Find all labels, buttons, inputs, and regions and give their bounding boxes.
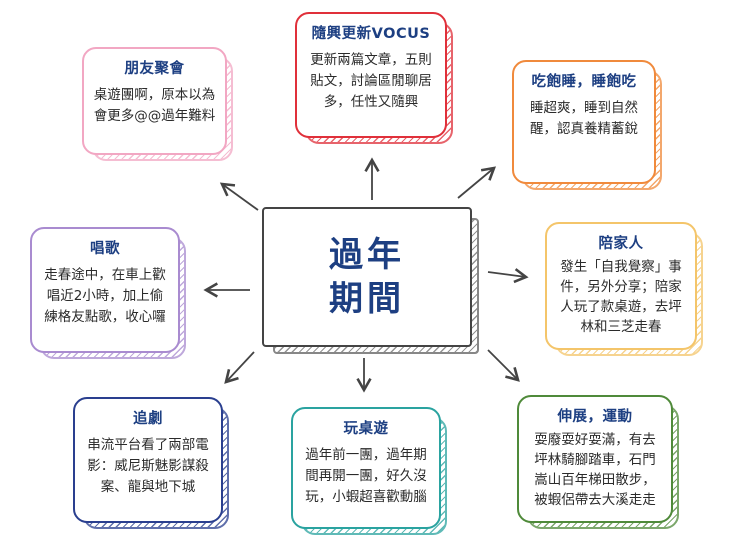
card-text: 更新兩篇文章，五則 貼文，討論區閒聊居 多，任性又隨興 xyxy=(305,50,437,113)
card-line: 練格友點歌，收心囉 xyxy=(44,309,166,325)
card-line: 人玩了款桌遊，去坪 xyxy=(560,299,682,315)
card-title: 隨興更新VOCUS xyxy=(311,26,431,42)
board-game-card: 玩桌遊 過年前一團，過年期 間再開一團，好久沒 玩，小蝦超喜歡動腦 xyxy=(291,407,447,535)
card-line: 貼文，討論區閒聊居 xyxy=(310,73,432,89)
card-line: 多，任性又隨興 xyxy=(323,94,419,110)
card-text: 耍廢耍好耍滿，有去 坪林騎腳踏車，石門 嵩山百年梯田散步， 被蝦侶帶去大溪走走 xyxy=(527,430,663,510)
central-topic: 過年 期間 xyxy=(262,207,479,354)
card-line: 件，另外分享；陪家 xyxy=(560,279,682,295)
card-title: 唱歌 xyxy=(90,241,120,257)
card-line: 林和三芝走春 xyxy=(580,319,662,335)
card-text: 發生「自我覺察」事 件，另外分享；陪家 人玩了款桌遊，去坪 林和三芝走春 xyxy=(555,257,687,337)
card-line: 過年前一團，過年期 xyxy=(305,447,427,463)
card-line: 影：威尼斯魅影謀殺 xyxy=(87,458,209,474)
central-title: 過年 期間 xyxy=(329,233,405,321)
card-line: 玩，小蝦超喜歡動腦 xyxy=(305,489,427,505)
card-title: 玩桌遊 xyxy=(343,421,389,437)
card-title: 陪家人 xyxy=(598,236,644,252)
drama-watching-card: 追劇 串流平台看了兩部電 影：威尼斯魅影謀殺 案、龍與地下城 xyxy=(73,397,229,529)
central-title-line: 過年 xyxy=(329,235,405,275)
arrow-to-drama xyxy=(224,351,255,384)
card-text: 睡超爽，睡到自然 醒，認真養精蓄銳 xyxy=(522,98,646,140)
card-text: 過年前一團，過年期 間再開一團，好久沒 玩，小蝦超喜歡動腦 xyxy=(301,445,431,508)
exercise-card: 伸展，運動 耍廢耍好耍滿，有去 坪林騎腳踏車，石門 嵩山百年梯田散步， 被蝦侶帶… xyxy=(517,395,679,529)
card-line: 間再開一團，好久沒 xyxy=(305,468,427,484)
arrow-to-family xyxy=(487,268,529,284)
vocus-update-card: 隨興更新VOCUS 更新兩篇文章，五則 貼文，討論區閒聊居 多，任性又隨興 xyxy=(295,12,453,144)
card-text: 桌遊團啊，原本以為 會更多@@過年難料 xyxy=(92,85,217,127)
card-title: 伸展，運動 xyxy=(557,409,633,425)
card-line: 被蝦侶帶去大溪走走 xyxy=(534,492,656,508)
card-text: 走春途中，在車上歡 唱近2小時，加上偷 練格友點歌，收心囉 xyxy=(40,265,170,328)
card-line: 走春途中，在車上歡 xyxy=(44,267,166,283)
arrow-to-friends xyxy=(219,182,259,211)
card-line: 睡超爽，睡到自然 xyxy=(530,100,638,116)
card-line: 嵩山百年梯田散步， xyxy=(534,472,656,488)
card-line: 桌遊團啊，原本以為 xyxy=(93,87,216,103)
card-line: 發生「自我覺察」事 xyxy=(560,259,682,275)
card-title: 吃飽睡，睡飽吃 xyxy=(531,74,637,90)
family-time-card: 陪家人 發生「自我覺察」事 件，另外分享；陪家 人玩了款桌遊，去坪 林和三芝走春 xyxy=(545,222,703,356)
card-line: 唱近2小時，加上偷 xyxy=(46,288,164,304)
card-title: 追劇 xyxy=(133,411,163,427)
central-title-line: 期間 xyxy=(329,279,405,319)
singing-card: 唱歌 走春途中，在車上歡 唱近2小時，加上偷 練格友點歌，收心囉 xyxy=(30,227,186,359)
card-line: 醒，認真養精蓄銳 xyxy=(530,121,638,137)
card-line: 更新兩篇文章，五則 xyxy=(310,52,432,68)
eat-sleep-card: 吃飽睡，睡飽吃 睡超爽，睡到自然 醒，認真養精蓄銳 xyxy=(512,60,662,190)
card-line: 串流平台看了兩部電 xyxy=(87,437,209,453)
card-title: 朋友聚會 xyxy=(124,61,185,77)
card-line: 坪林騎腳踏車，石門 xyxy=(534,452,656,468)
card-line: 案、龍與地下城 xyxy=(100,479,196,495)
arrow-to-sleep xyxy=(457,166,497,199)
card-line: 耍廢耍好耍滿，有去 xyxy=(534,432,656,448)
card-text: 串流平台看了兩部電 影：威尼斯魅影謀殺 案、龍與地下城 xyxy=(83,435,213,498)
friends-gathering-card: 朋友聚會 桌遊團啊，原本以為 會更多@@過年難料 xyxy=(82,47,233,161)
card-line: 會更多@@過年難料 xyxy=(93,108,216,124)
arrow-to-exercise xyxy=(487,349,520,382)
